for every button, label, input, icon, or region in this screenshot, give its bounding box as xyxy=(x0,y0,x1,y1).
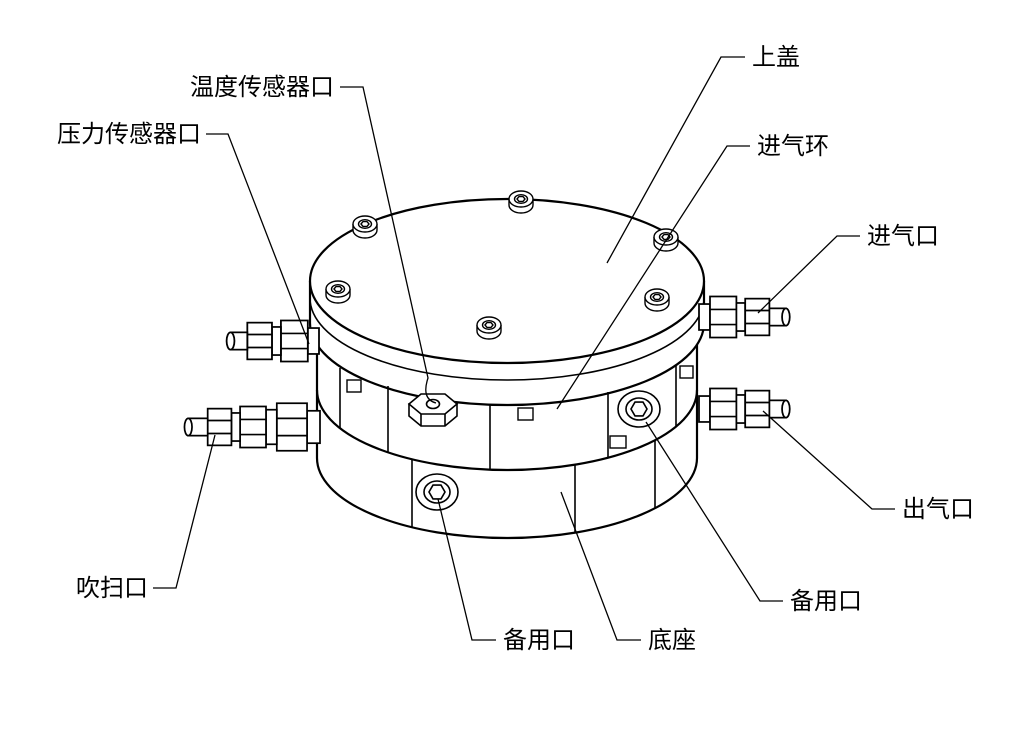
label-spare-port-right: 备用口 xyxy=(790,588,862,615)
leader-lines xyxy=(153,56,895,641)
inlet-port-fitting xyxy=(698,295,791,339)
top-cover-shape xyxy=(308,197,706,407)
bolt-icon xyxy=(508,190,534,214)
temperature-port-hex-plug xyxy=(408,393,458,427)
leader-spare-port-right xyxy=(645,421,783,602)
intake-ring-bottom-edge xyxy=(315,389,699,472)
label-purge-port: 吹扫口 xyxy=(76,575,148,602)
label-pressure-sensor-port: 压力传感器口 xyxy=(57,121,201,148)
cover-bottom-edge xyxy=(308,322,706,407)
label-outlet-port: 出气口 xyxy=(902,496,974,523)
device-body xyxy=(308,197,706,540)
leader-intake-ring xyxy=(556,145,750,410)
base-bottom-edge xyxy=(315,457,699,540)
part-labels: 温度传感器口 压力传感器口 上盖 进气环 进气口 出气口 备用口 底座 备用口 … xyxy=(57,44,974,654)
label-inlet-port: 进气口 xyxy=(867,223,939,250)
leader-temperature-sensor-port xyxy=(340,86,437,404)
leader-purge-port xyxy=(153,434,216,589)
leader-outlet-port xyxy=(762,410,895,510)
bolt-icon xyxy=(476,316,502,340)
bolt-icon xyxy=(644,288,670,312)
label-top-cover: 上盖 xyxy=(752,44,800,71)
label-temperature-sensor-port: 温度传感器口 xyxy=(190,74,334,101)
bolt-icon xyxy=(352,215,378,239)
cover-rim-edge xyxy=(309,297,705,381)
spare-port-screw-right xyxy=(617,390,661,428)
leader-base xyxy=(560,491,641,641)
segment-seams xyxy=(339,366,677,533)
label-base: 底座 xyxy=(648,627,696,654)
cover-top-face xyxy=(308,197,706,365)
bolt-icon xyxy=(325,280,351,304)
leader-spare-port-bottom xyxy=(437,498,496,641)
face-slots xyxy=(346,365,694,449)
purge-port-fitting xyxy=(183,402,321,452)
leader-inlet-port xyxy=(757,235,860,314)
spare-port-screw-bottom xyxy=(415,473,459,511)
leader-pressure-sensor-port xyxy=(206,133,310,345)
label-spare-port-bottom: 备用口 xyxy=(503,627,575,654)
label-intake-ring: 进气环 xyxy=(757,133,829,160)
pressure-sensor-fitting xyxy=(225,319,320,363)
leader-top-cover xyxy=(606,56,745,264)
